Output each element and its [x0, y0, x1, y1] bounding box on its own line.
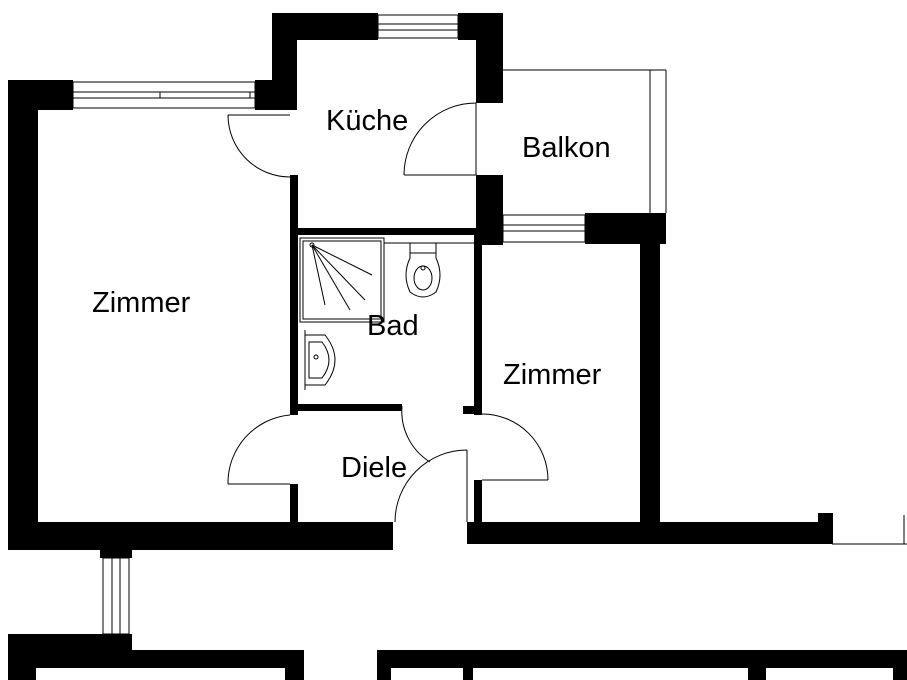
wall-kitchen-top-left — [272, 13, 378, 40]
door-bath — [401, 405, 431, 463]
wall-lower-stub-5 — [748, 668, 766, 680]
wall-kitchen-right-lower — [476, 175, 503, 245]
wall-bottom-stub — [818, 513, 833, 544]
balcony-outline — [503, 69, 667, 213]
toilet-icon — [405, 242, 441, 298]
wall-kitchen-right-upper — [476, 13, 503, 103]
room-label-kueche: Küche — [326, 105, 408, 137]
sink-icon — [304, 330, 336, 390]
door-left-room — [227, 114, 291, 178]
door-entrance — [394, 449, 468, 523]
wall-lower-stub-1 — [8, 668, 36, 680]
wall-interior-left-upper — [290, 175, 298, 415]
wall-right-room-left-lower — [474, 480, 482, 524]
wall-lower-stub-2 — [285, 668, 304, 680]
walls — [8, 13, 907, 680]
room-labels: Küche Balkon Zimmer Bad Zimmer Diele — [92, 105, 611, 484]
room-label-zimmer-left: Zimmer — [92, 287, 191, 319]
window-kitchen — [377, 14, 459, 39]
room-label-diele: Diele — [341, 452, 407, 484]
bath-fixtures — [299, 237, 474, 390]
door-balcony — [403, 102, 477, 176]
doors — [227, 102, 549, 523]
wall-diele-jamb — [463, 406, 482, 414]
door-diele-left — [227, 414, 291, 485]
wall-lower-stub-4 — [463, 668, 473, 680]
wall-right-room-right — [640, 213, 660, 543]
wall-stair-left — [100, 540, 132, 558]
wall-lower-left-2 — [8, 650, 304, 668]
wall-bottom-left — [8, 522, 393, 550]
wall-bottom-right — [467, 522, 833, 544]
room-label-zimmer-right: Zimmer — [503, 359, 602, 391]
wall-top-left — [8, 80, 73, 110]
wall-bath-right — [474, 235, 482, 415]
wall-left — [8, 80, 38, 550]
room-label-bad: Bad — [367, 310, 419, 342]
shower-icon — [299, 237, 385, 323]
window-left-room — [72, 81, 256, 109]
window-stair — [102, 557, 130, 635]
wall-bath-bottom — [290, 404, 402, 411]
wall-lower-right — [377, 650, 907, 668]
wall-lower-stub-3 — [377, 668, 391, 680]
wall-interior-left-lower — [290, 484, 298, 524]
window-right-room — [502, 214, 586, 243]
room-label-balkon: Balkon — [522, 132, 611, 164]
wall-lower-stub-6 — [893, 668, 907, 680]
windows — [72, 14, 586, 635]
door-right-room — [481, 413, 549, 481]
wall-kitchen-bath — [290, 228, 480, 235]
